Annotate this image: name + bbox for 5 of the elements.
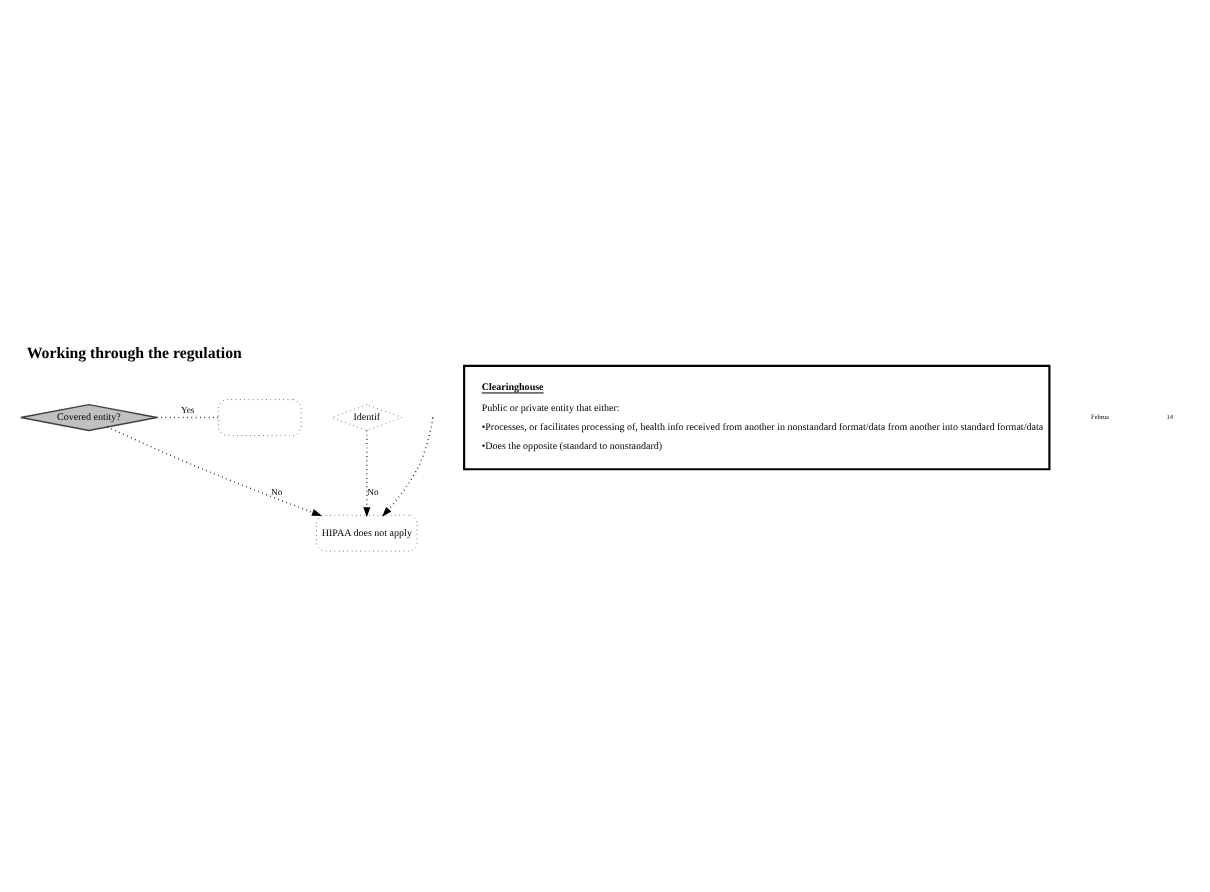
arrow xyxy=(363,428,371,517)
connector xyxy=(156,415,220,418)
arrow xyxy=(382,416,434,516)
node-box xyxy=(218,398,302,435)
arrow xyxy=(106,425,323,515)
